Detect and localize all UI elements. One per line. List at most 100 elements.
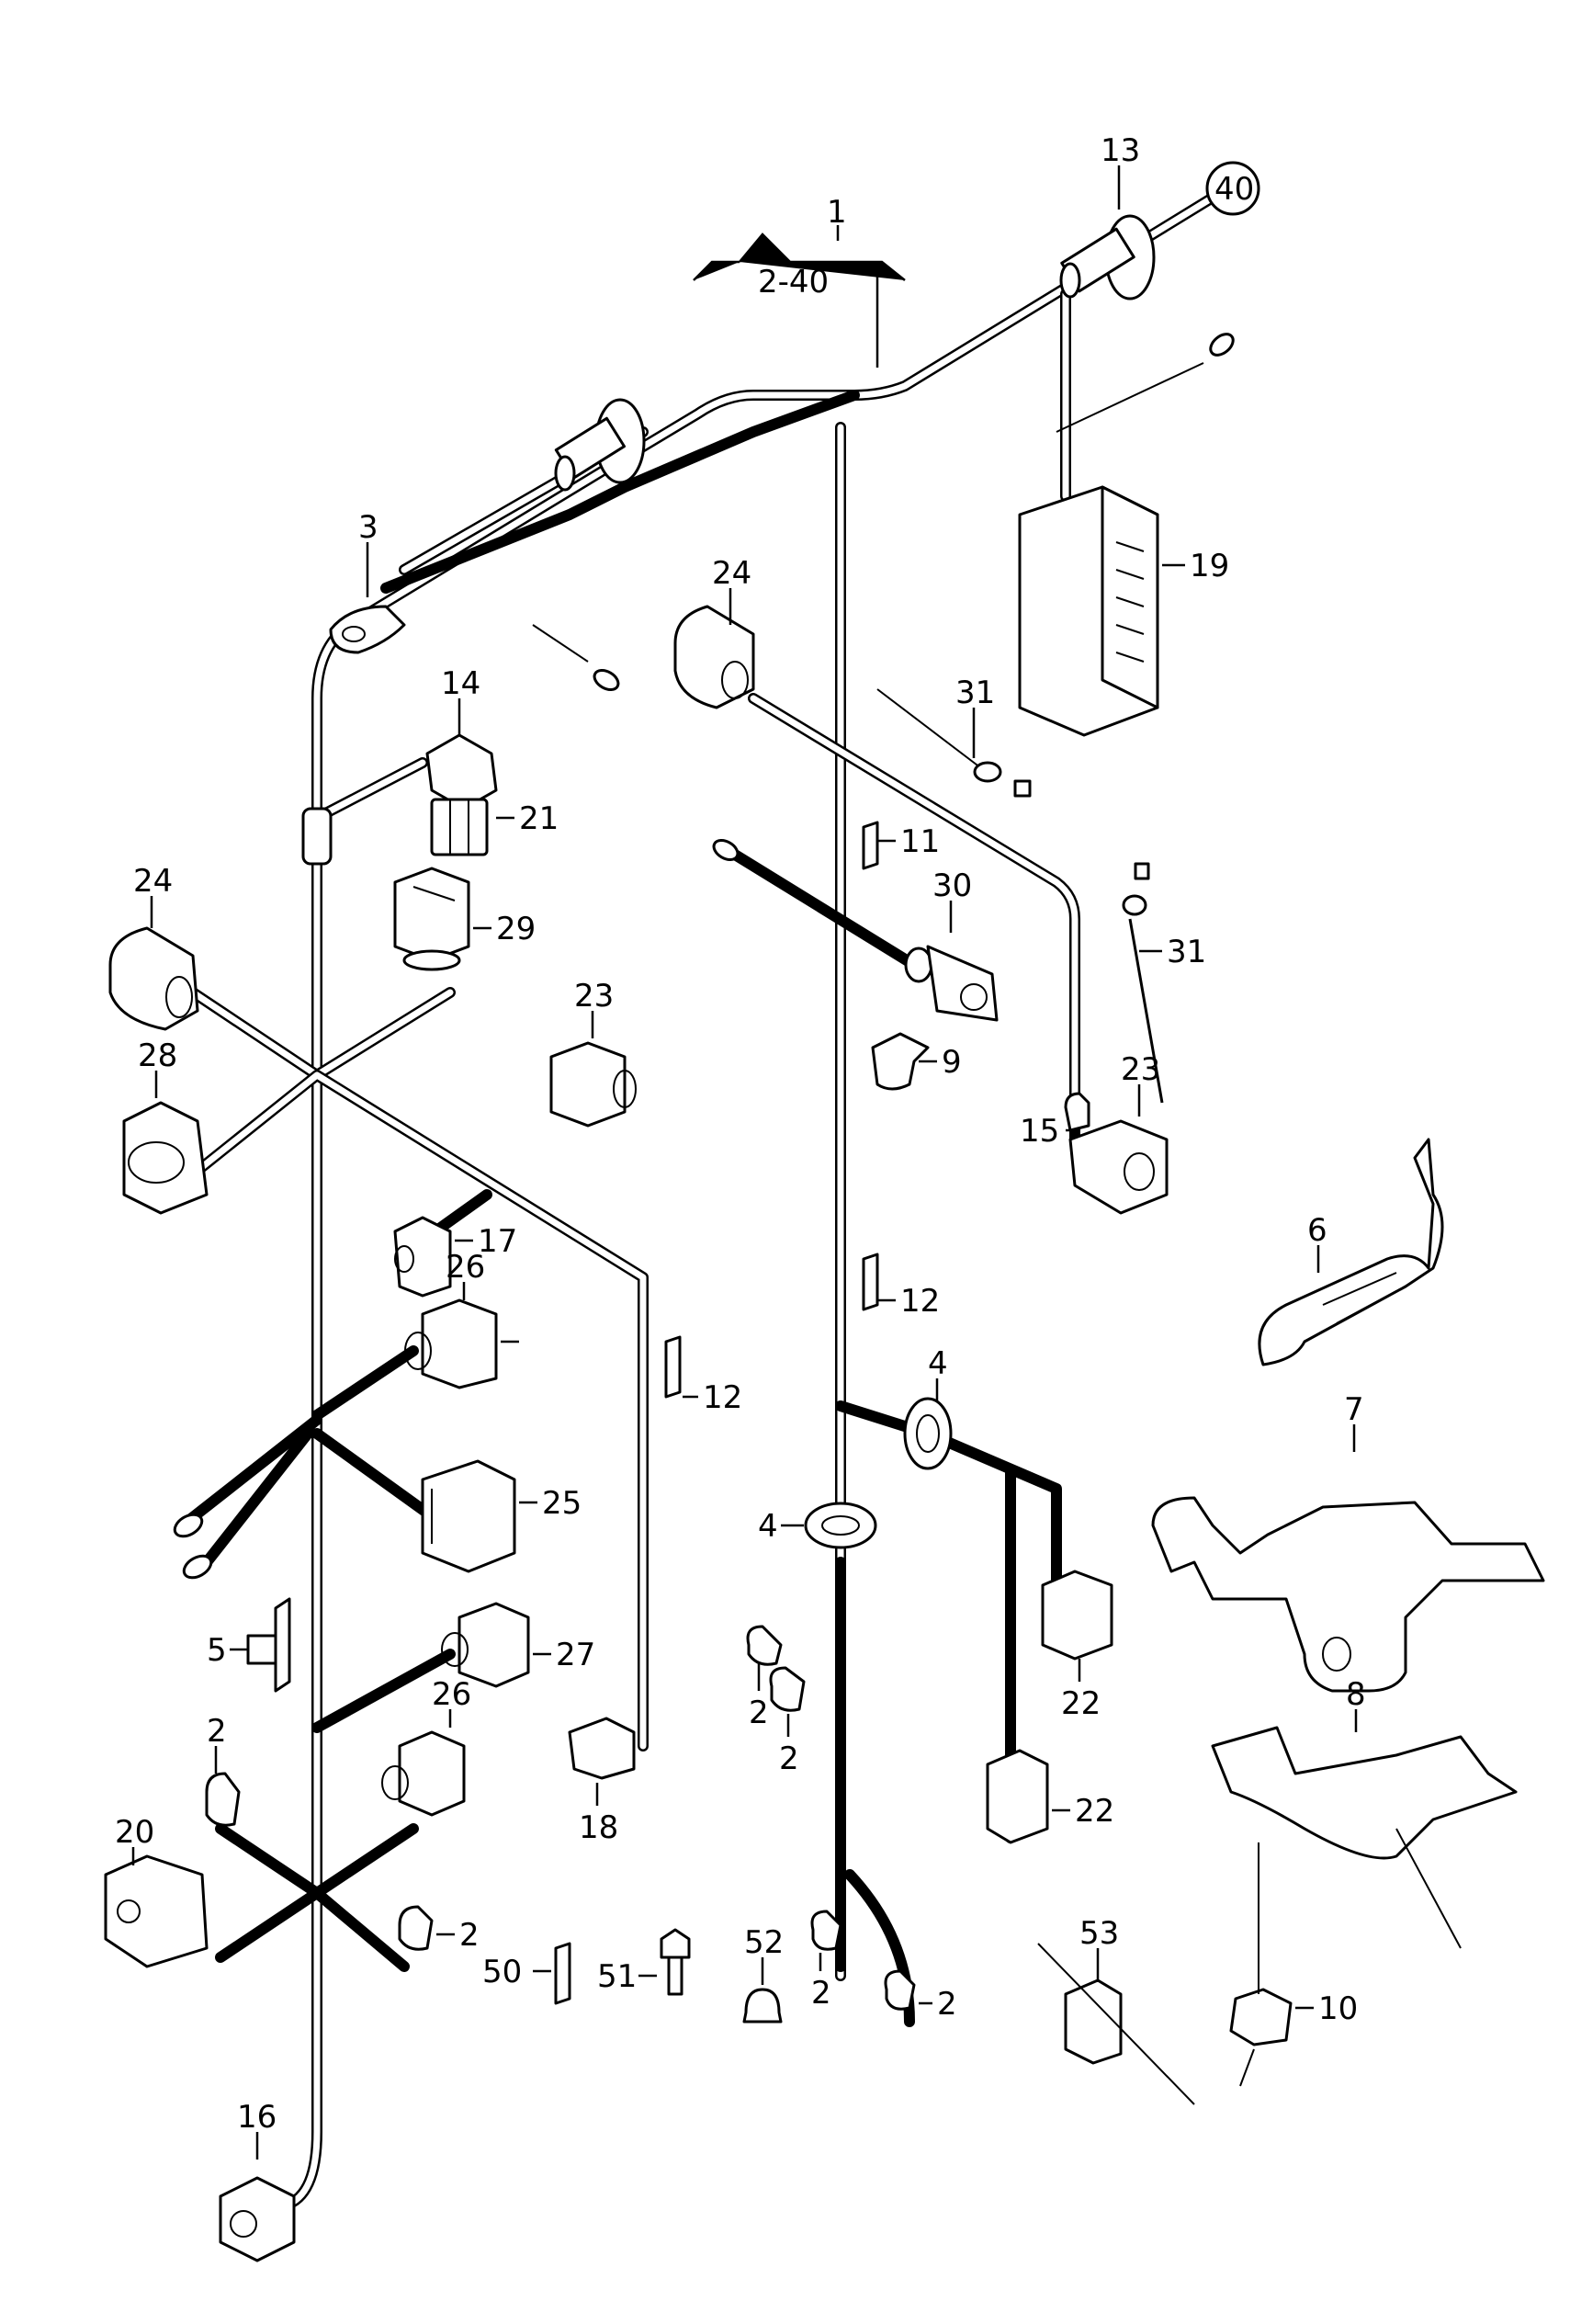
cable-tie-31-right [1122,862,1164,1104]
connector-21 [430,798,489,856]
connector-22-lower [986,1749,1049,1844]
cap-2-a [746,1625,783,1666]
callout-27: 27 [556,1637,595,1673]
connector-24-upper [673,605,755,709]
callout-5: 5 [207,1632,227,1669]
callout-12-left: 12 [703,1379,742,1416]
callout-53: 53 [1079,1915,1119,1952]
cap-2-e [810,1910,842,1951]
connector-23-right [1068,1119,1169,1215]
callout-3: 3 [358,509,378,546]
callout-20: 20 [115,1814,154,1851]
connector-23-upper [549,1041,637,1128]
grommet-4-right [903,1397,953,1470]
connector-16 [219,2176,296,2262]
parts [104,161,1545,2262]
callout-26-lower: 26 [432,1676,471,1713]
assembly-number: 1 [827,194,847,231]
ring-terminal-small-5 [182,1554,213,1580]
callout-50: 50 [482,1954,522,1990]
callout-51: 51 [597,1958,637,1995]
grommet-13 [1059,214,1156,300]
callout-29: 29 [496,911,536,947]
callout-22-lower: 22 [1075,1793,1114,1830]
connector-22-upper [1041,1570,1113,1661]
callout-2-c: 2 [207,1713,227,1750]
ring-terminal-3 [329,605,406,654]
callout-12-right: 12 [900,1283,940,1320]
cable-tie-31-upper [876,688,1032,798]
callout-2-b: 2 [779,1740,799,1777]
callout-31-right: 31 [1167,934,1206,970]
callout-26-upper: 26 [446,1249,485,1286]
trunk-clip [301,807,333,866]
ring-terminal-small-4 [173,1513,204,1538]
callout-16: 16 [237,2099,277,2136]
circled-reference-label: 40 [1214,171,1254,208]
callout-11: 11 [900,823,940,860]
bracket-6 [1258,1138,1444,1366]
leader-lines [131,165,1358,2160]
callout-6: 6 [1307,1212,1327,1249]
clip-11 [862,821,879,870]
ring-terminal-small-2 [532,624,620,691]
cap-2-b [769,1666,806,1712]
callout-4-upper: 4 [928,1345,948,1382]
assembly-range: 2-40 [758,264,829,300]
clip-12-left [664,1335,682,1399]
harness-wires [183,192,1218,2211]
connector-26-lower [381,1730,466,1817]
callout-24-upper: 24 [712,555,751,592]
bracket-8 [1211,1726,1518,1949]
clip-10 [1229,1842,1293,2087]
cap-2-f [884,1969,916,2011]
callout-10: 10 [1318,1990,1358,2027]
callout-15: 15 [1020,1113,1059,1150]
callout-9: 9 [942,1044,962,1081]
callout-19: 19 [1190,548,1229,584]
callout-2-e: 2 [811,1975,831,2012]
callout-8: 8 [1346,1676,1366,1713]
callout-30: 30 [932,867,972,904]
callout-28: 28 [138,1037,177,1074]
connector-19 [1018,485,1159,737]
callout-18: 18 [579,1809,618,1846]
connector-24-left [108,926,199,1031]
connector-27 [441,1602,530,1688]
connector-20 [104,1854,209,1968]
callout-2-a: 2 [749,1695,769,1731]
reference-circle-40 [1205,161,1260,216]
ring-terminal-small-1 [1056,333,1235,433]
cap-2-c [205,1772,241,1827]
callout-2-f: 2 [937,1986,957,2023]
connector-17 [393,1216,452,1298]
connector-18 [568,1717,636,1780]
connector-28 [122,1101,209,1215]
clip-12-right [862,1253,879,1311]
callout-17: 17 [478,1223,517,1260]
callout-24-left: 24 [133,863,173,900]
callout-4-center: 4 [758,1508,778,1545]
cap-2-d [398,1905,434,1951]
callout-25: 25 [542,1485,582,1522]
clip-53 [1037,1943,1195,2105]
clip-50 [554,1942,571,2005]
bracket-5 [246,1597,291,1693]
clip-9 [871,1032,930,1091]
bolt-51 [660,1928,691,1996]
connector-29 [393,867,470,971]
callout-31-upper: 31 [955,675,995,711]
callout-22-upper: 22 [1061,1685,1101,1722]
connector-15 [1064,1092,1090,1132]
callout-14: 14 [441,665,480,702]
ring-terminal-small-3 [712,839,740,861]
callout-7: 7 [1344,1391,1364,1428]
connector-25 [421,1459,516,1573]
bracket-7 [1151,1496,1545,1693]
callout-52: 52 [744,1924,784,1961]
callout-23-right: 23 [1121,1051,1160,1088]
callout-labels: 1 2-40 40 13 3 19 24 14 21 31 11 24 29 3… [115,132,1366,2136]
grommet-4-center [804,1502,877,1549]
connector-14 [425,733,498,811]
